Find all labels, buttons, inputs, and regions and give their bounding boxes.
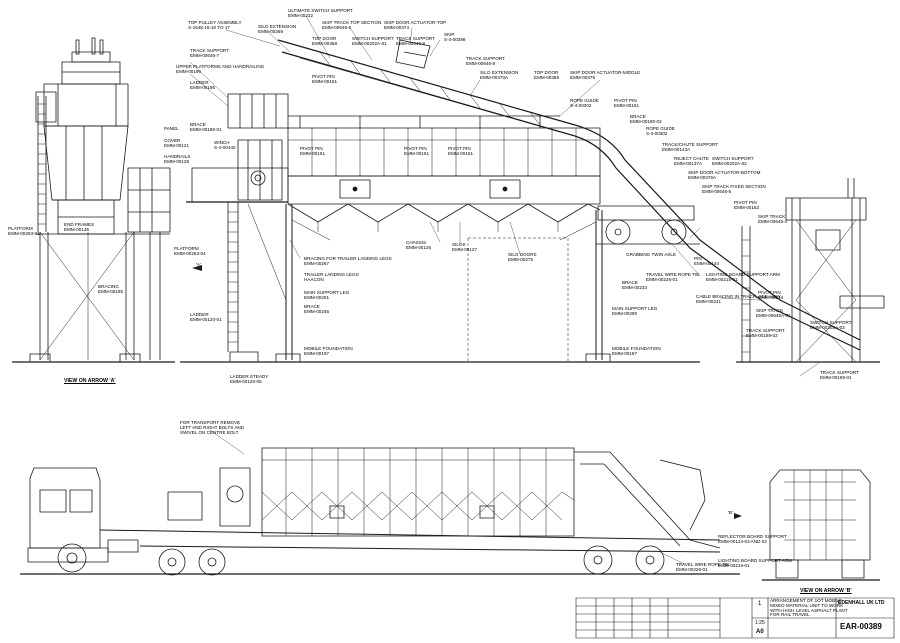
tower-end-view [736, 178, 884, 362]
view-a-caption: VIEW ON ARROW 'A' [64, 378, 116, 384]
label-cable-bracing: CABLE BRACING IN TRACK. SEE ASSY.EMM-002… [696, 294, 782, 304]
view-a-marker-text: 'A' [196, 262, 201, 267]
title-block-frame [576, 598, 894, 638]
title-company: EDENHALL UK LTD [838, 600, 885, 606]
label-grabbing-axle: GRABBING TWIN AXLE [626, 252, 676, 257]
view-b-caption: VIEW ON ARROW 'B' [800, 588, 852, 594]
label-panel: PANEL [164, 126, 179, 131]
title-line-1: ARRANGEMENT OF 1OT MOBILE [770, 598, 843, 603]
view-a-elevation [12, 38, 175, 362]
drawing-size: A0 [756, 629, 764, 635]
title-line-3: WITH HIGH LEVEL ASPHALT PLANT [770, 607, 848, 613]
drawing-number: EAR-00389 [840, 622, 882, 631]
title-line-2: MIXED MATERIAL UNIT TO WORK [770, 602, 844, 608]
main-elevation [180, 40, 860, 362]
view-b-marker-text: 'B' [728, 510, 733, 515]
title-description: ARRANGEMENT OF 1OT MOBILE MIXED MATERIAL… [770, 598, 848, 618]
leader-lines [190, 16, 820, 564]
drawing-rev: 1 [758, 601, 762, 607]
drawing-scale: 1:25 [755, 620, 765, 626]
arrow-b-marker [734, 513, 742, 519]
title-line-4: FOR RAIL TRAVEL [770, 612, 810, 618]
transport-view [20, 448, 740, 575]
label-transport-note: FOR TRANSPORT REMOVE LEFT AND RIGHT BOLT… [180, 420, 245, 435]
arrow-a-marker [192, 265, 202, 271]
view-b-rear [762, 470, 880, 580]
